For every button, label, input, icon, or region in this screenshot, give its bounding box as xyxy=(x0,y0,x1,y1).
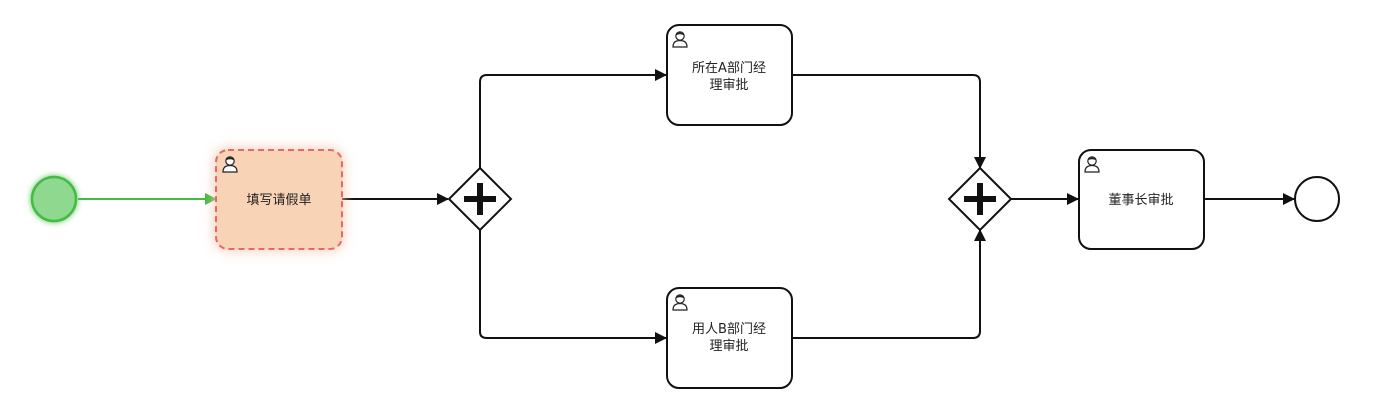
task-fill-form-label: 填写请假单 xyxy=(246,193,311,208)
flow-fork-to-dept-a[interactable] xyxy=(479,69,667,168)
task-dept-b-label-line1: 用人B部门经 xyxy=(692,322,766,337)
task-fill-form[interactable]: 填写请假单 xyxy=(215,149,343,250)
task-dept-b-approval[interactable]: 用人B部门经 理审批 xyxy=(666,287,793,389)
flow-dept-b-to-join[interactable] xyxy=(792,229,986,339)
end-event[interactable] xyxy=(1294,176,1340,222)
parallel-gateway-join[interactable] xyxy=(947,166,1013,232)
flow-fork-to-dept-b[interactable] xyxy=(479,230,667,344)
start-event[interactable] xyxy=(30,175,78,223)
plus-icon xyxy=(464,183,496,215)
flow-dept-a-to-join[interactable] xyxy=(792,74,986,169)
plus-icon xyxy=(964,183,996,215)
task-dept-a-label-line2: 理审批 xyxy=(709,78,748,93)
task-chairman-approval[interactable]: 董事长审批 xyxy=(1078,149,1205,250)
task-dept-a-approval[interactable]: 所在A部门经 理审批 xyxy=(666,24,793,126)
task-chairman-label: 董事长审批 xyxy=(1108,193,1173,208)
task-dept-b-label-line2: 理审批 xyxy=(709,339,748,354)
parallel-gateway-fork[interactable] xyxy=(447,166,513,232)
task-dept-a-label-line1: 所在A部门经 xyxy=(692,61,766,76)
